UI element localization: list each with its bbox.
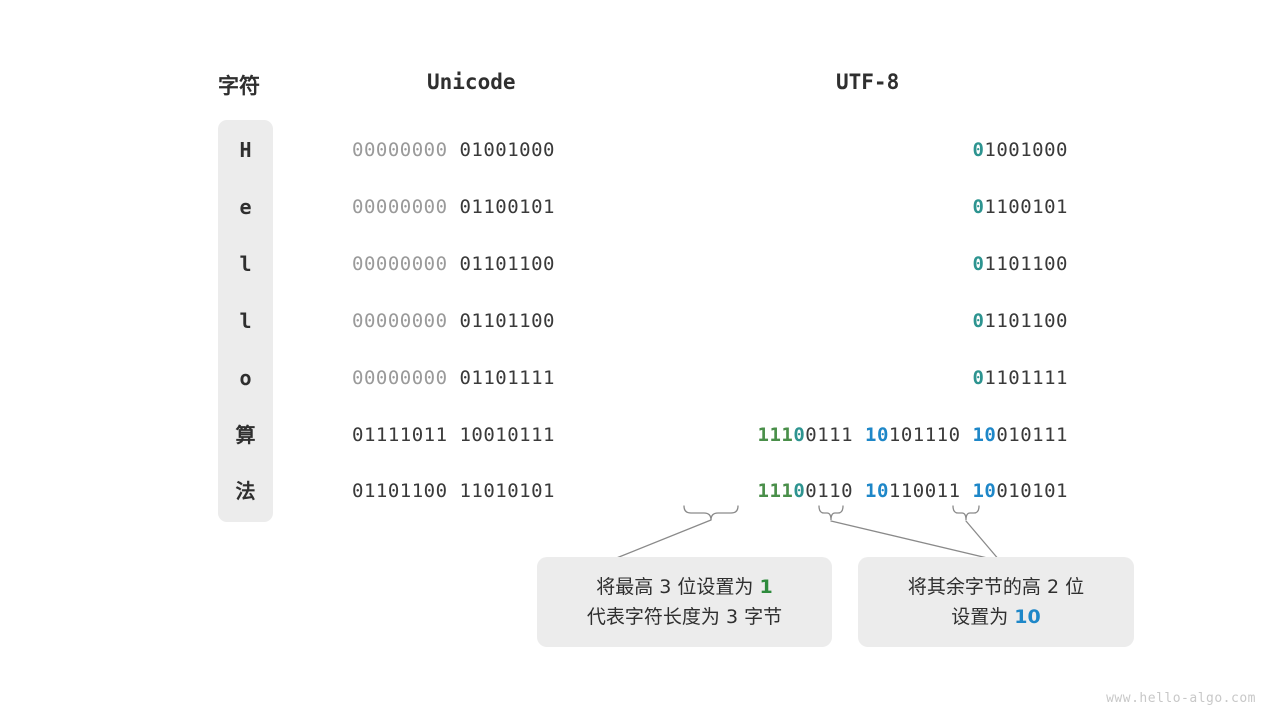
brace-1 [683, 505, 739, 521]
column-header-character: 字符 [218, 74, 260, 98]
character-column-panel [218, 120, 273, 522]
callout-text-segment: 代表字符长度为 3 字节 [586, 606, 783, 628]
unicode-value: 00000000 01101111 [352, 364, 555, 392]
column-header-utf8: UTF-8 [836, 70, 900, 94]
character-cell: o [239, 365, 252, 390]
utf8-bit-segment: 10 [865, 480, 889, 503]
unicode-high-byte: 01101100 [352, 480, 448, 503]
unicode-value: 00000000 01101100 [352, 250, 555, 278]
unicode-low-byte: 01100101 [447, 195, 555, 218]
unicode-low-byte: 11010101 [447, 480, 555, 503]
unicode-low-byte: 10010111 [447, 423, 555, 446]
utf8-value: 11100111 10101110 10010111 [758, 421, 1068, 449]
unicode-low-byte: 01001000 [447, 139, 555, 161]
utf8-bit-segment: 111 [757, 423, 794, 446]
utf8-bit-segment: 1001000 [984, 139, 1068, 161]
callout-box-right: 将其余字节的高 2 位 设置为 10 [858, 557, 1134, 647]
character-cell: 法 [235, 479, 256, 504]
utf8-bit-segment: 1101100 [984, 252, 1068, 275]
unicode-low-byte: 01101111 [447, 366, 555, 389]
utf8-bit-segment: 1101111 [984, 366, 1068, 389]
utf8-value: 01100101 [972, 193, 1068, 221]
unicode-value: 00000000 01100101 [352, 193, 555, 221]
unicode-high-byte: 00000000 [352, 252, 448, 275]
unicode-value: 00000000 01101100 [352, 307, 555, 335]
utf8-bit-segment: 0 [972, 139, 985, 161]
leader-line-right [965, 520, 1001, 562]
utf8-value: 01101111 [972, 364, 1068, 392]
character-cell: l [239, 308, 252, 333]
utf8-bit-segment: 0 [793, 423, 806, 446]
utf8-bit-segment: 0110 [805, 480, 865, 503]
brace-3 [952, 505, 980, 521]
utf8-bit-segment: 0 [972, 366, 985, 389]
utf8-bit-segment: 010111 [996, 423, 1068, 446]
character-cell: H [239, 138, 252, 162]
utf8-bit-segment: 010101 [996, 480, 1068, 503]
unicode-high-byte: 00000000 [352, 309, 448, 332]
callout-text-segment: 将最高 3 位设置为 [596, 576, 760, 598]
unicode-value: 00000000 01001000 [352, 136, 555, 164]
callout-right-line-1: 将其余字节的高 2 位 [908, 572, 1084, 602]
utf8-bit-segment: 1101100 [984, 309, 1068, 332]
utf8-value: 01101100 [972, 307, 1068, 335]
callout-left-line-2: 代表字符长度为 3 字节 [587, 602, 782, 632]
utf8-bit-segment: 110011 [888, 480, 973, 503]
callout-text-segment: 1 [759, 576, 773, 598]
utf8-bit-segment: 0 [972, 252, 985, 275]
callout-text-segment: 将其余字节的高 2 位 [907, 576, 1085, 598]
utf8-bit-segment: 10 [972, 480, 997, 503]
utf8-bit-segment: 101110 [888, 423, 973, 446]
leader-line-mid [830, 520, 1001, 562]
utf8-bit-segment: 111 [757, 480, 794, 503]
brace-2 [818, 505, 844, 521]
utf8-value: 01001000 [972, 136, 1068, 164]
character-cell: e [239, 194, 252, 219]
utf8-bit-segment: 0 [793, 480, 806, 503]
utf8-bit-segment: 0 [972, 195, 985, 218]
unicode-high-byte: 01111011 [352, 423, 448, 446]
callout-left-line-1: 将最高 3 位设置为 1 [596, 572, 772, 602]
utf8-value: 01101100 [972, 250, 1068, 278]
character-cell: l [239, 251, 252, 276]
unicode-value: 01111011 10010111 [352, 421, 555, 449]
callout-text-segment: 设置为 [951, 606, 1015, 628]
unicode-high-byte: 00000000 [352, 139, 448, 161]
callout-text-segment: 10 [1014, 606, 1041, 628]
unicode-high-byte: 00000000 [352, 366, 448, 389]
unicode-low-byte: 01101100 [447, 309, 555, 332]
leader-line-left [608, 519, 712, 562]
utf8-bit-segment: 0 [972, 309, 985, 332]
callout-right-line-2: 设置为 10 [951, 602, 1041, 632]
column-header-unicode: Unicode [427, 70, 516, 94]
unicode-low-byte: 01101100 [447, 252, 555, 275]
unicode-high-byte: 00000000 [352, 195, 448, 218]
utf8-bit-segment: 0111 [805, 423, 865, 446]
callout-box-left: 将最高 3 位设置为 1 代表字符长度为 3 字节 [537, 557, 832, 647]
character-cell: 算 [235, 422, 256, 447]
watermark: www.hello-algo.com [1106, 691, 1256, 706]
utf8-value: 11100110 10110011 10010101 [758, 477, 1068, 505]
utf8-bit-segment: 10 [865, 423, 889, 446]
utf8-bit-segment: 10 [972, 423, 997, 446]
utf8-bit-segment: 1100101 [984, 195, 1068, 218]
unicode-value: 01101100 11010101 [352, 477, 555, 505]
